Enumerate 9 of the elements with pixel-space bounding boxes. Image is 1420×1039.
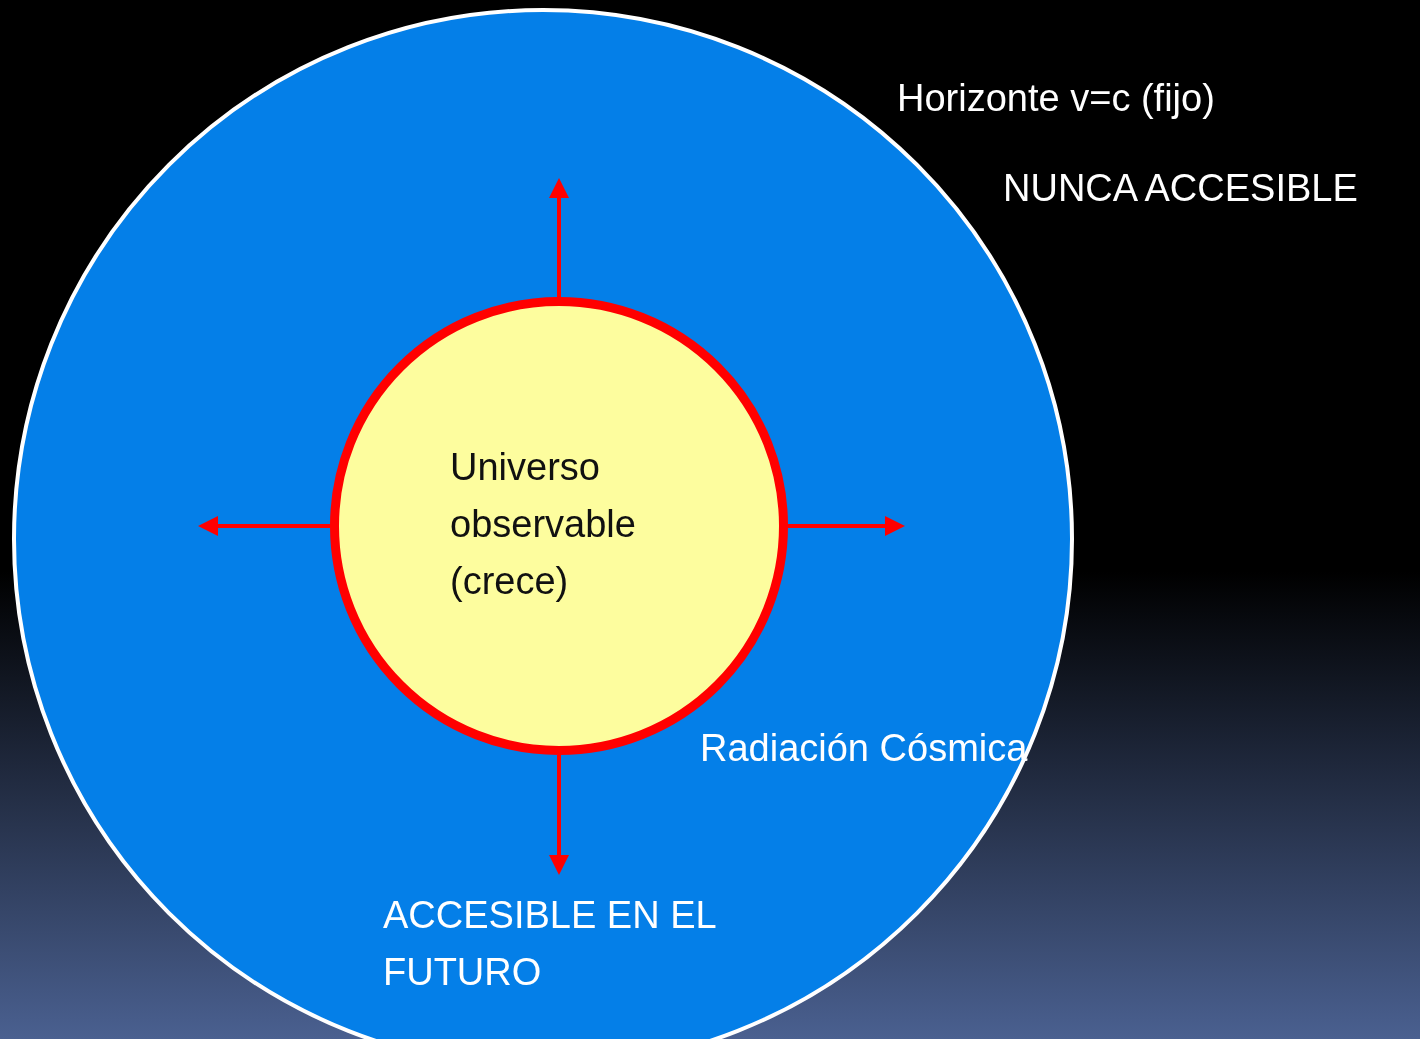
text-label: Radiación Cósmica [700, 726, 1028, 771]
circle-label: Universo observable (crece) [450, 445, 637, 604]
arrow [549, 755, 569, 875]
arrow [549, 178, 569, 297]
text-label: NUNCA ACCESIBLE [1003, 166, 1358, 211]
circle-label: ACCESIBLE EN EL FUTURO [383, 893, 717, 995]
text-label: Horizonte v=c (fijo) [897, 76, 1215, 121]
arrow [788, 516, 905, 536]
arrow [198, 516, 330, 536]
